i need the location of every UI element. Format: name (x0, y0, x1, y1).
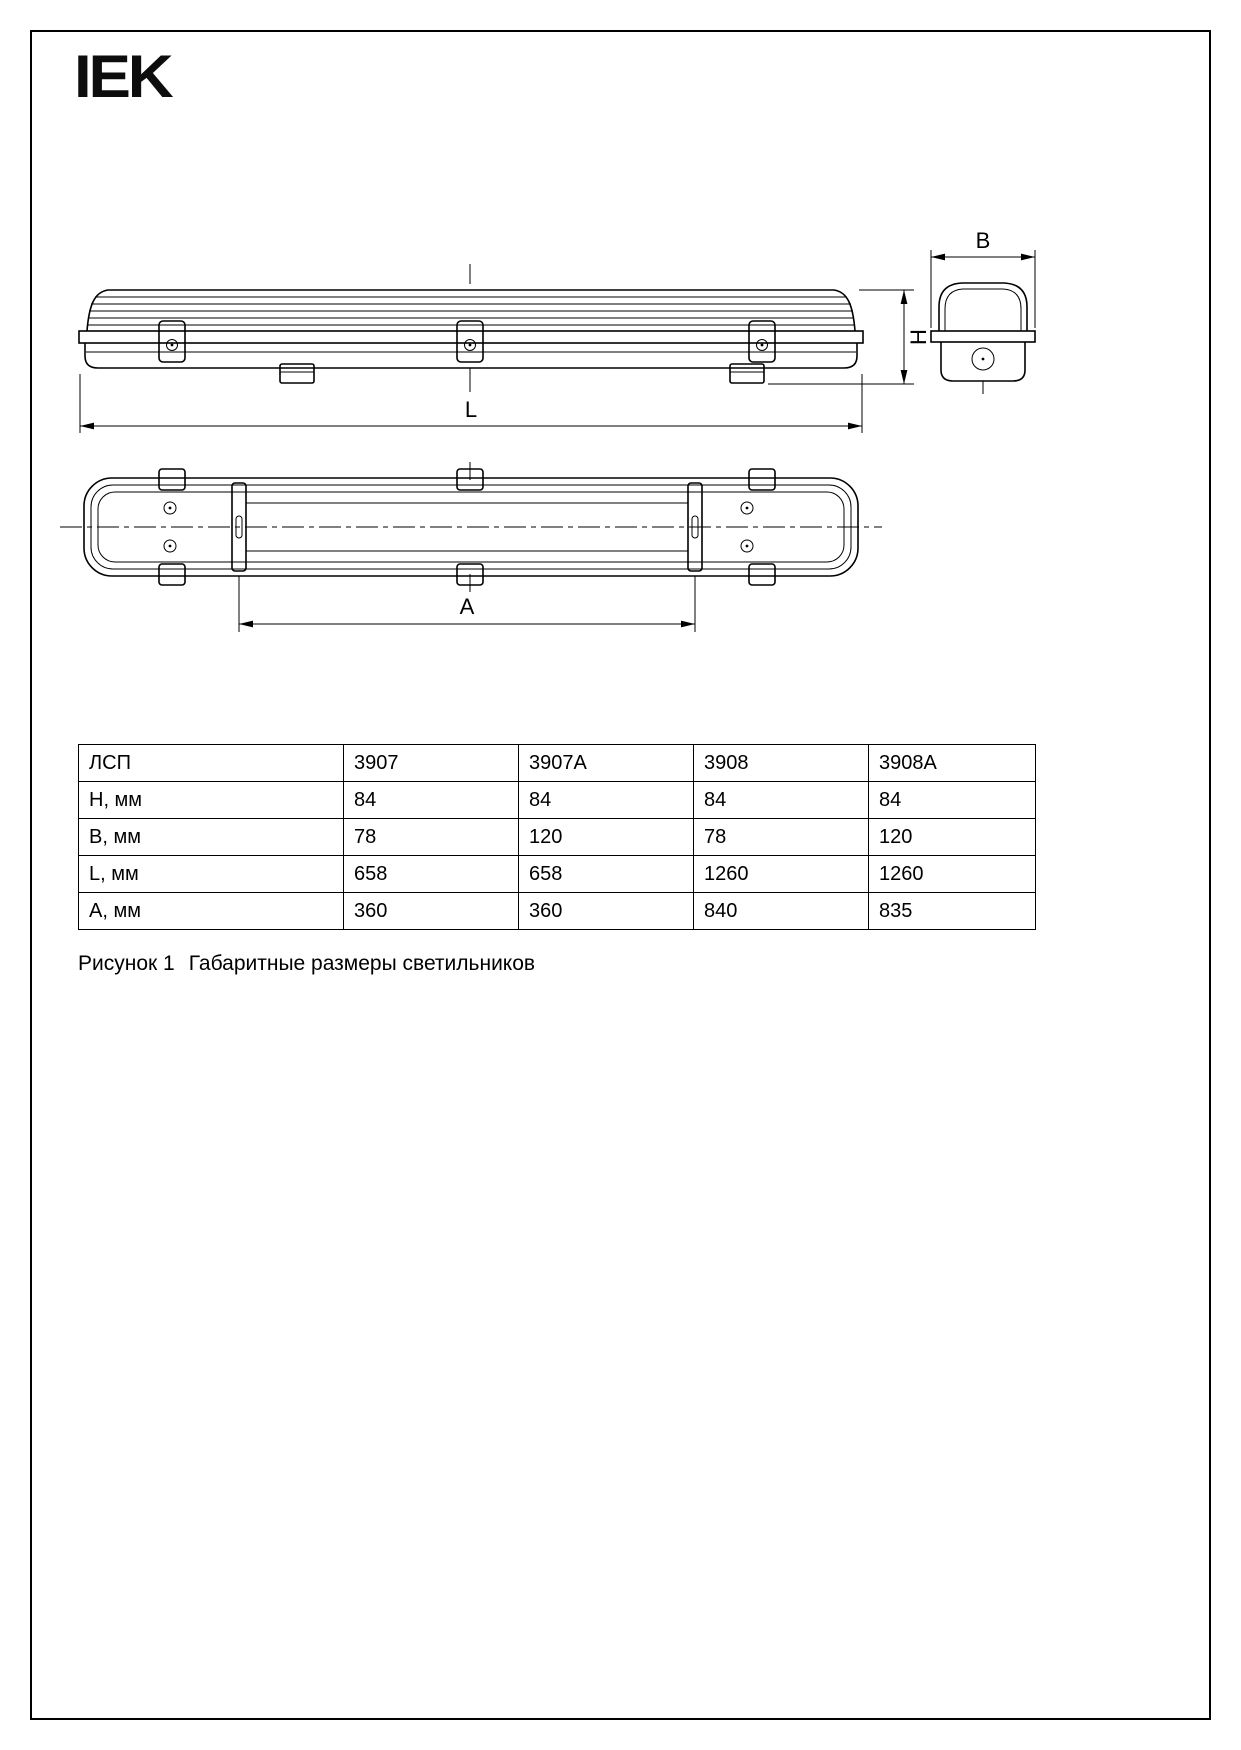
table-row: А, мм 360 360 840 835 (78, 892, 1036, 930)
table-cell: 3907 (343, 744, 519, 782)
table-cell: 78 (693, 818, 869, 856)
table-cell: 84 (518, 781, 694, 819)
table-cell: 120 (868, 818, 1036, 856)
table-row: ЛСП 3907 3907А 3908 3908А (78, 744, 1036, 782)
table-cell: 658 (518, 855, 694, 893)
table-cell: А, мм (78, 892, 344, 930)
table-cell: 1260 (693, 855, 869, 893)
table-row: L, мм 658 658 1260 1260 (78, 855, 1036, 893)
table-cell: Н, мм (78, 781, 344, 819)
table-cell: 78 (343, 818, 519, 856)
table-cell: 360 (343, 892, 519, 930)
dim-label-A: A (460, 594, 475, 619)
dim-label-L: L (465, 397, 477, 422)
end-view (930, 282, 1036, 394)
dimension-L: L (79, 374, 863, 433)
dim-label-B: B (976, 228, 991, 253)
dimension-H: H (768, 289, 931, 385)
edge-clip (158, 468, 776, 586)
table-cell: 84 (693, 781, 869, 819)
table-row: В, мм 78 120 78 120 (78, 818, 1036, 856)
technical-drawing: L H B (60, 228, 1036, 632)
table-cell: В, мм (78, 818, 344, 856)
table-cell: 3907А (518, 744, 694, 782)
table-cell: 835 (868, 892, 1036, 930)
dim-label-H: H (906, 329, 931, 345)
dimensions-table: ЛСП 3907 3907А 3908 3908А Н, мм 84 84 84… (78, 744, 1036, 930)
table-cell: 84 (868, 781, 1036, 819)
latch (279, 363, 765, 384)
table-cell: L, мм (78, 855, 344, 893)
iek-logo: IEK (74, 43, 174, 110)
figure-text: Габаритные размеры светильников (188, 952, 536, 975)
table-row: Н, мм 84 84 84 84 (78, 781, 1036, 819)
table-cell: 120 (518, 818, 694, 856)
table-cell: ЛСП (78, 744, 344, 782)
table-cell: 3908 (693, 744, 869, 782)
table-cell: 360 (518, 892, 694, 930)
figure-label: Рисунок 1 (78, 952, 175, 975)
table-cell: 3908А (868, 744, 1036, 782)
screw (163, 501, 754, 553)
plan-view (60, 462, 882, 592)
figure-caption: Рисунок 1 Габаритные размеры светильнико… (78, 952, 535, 976)
table-cell: 1260 (868, 855, 1036, 893)
table-cell: 658 (343, 855, 519, 893)
table-cell: 84 (343, 781, 519, 819)
side-view (78, 264, 864, 392)
dimension-B: B (930, 228, 1036, 328)
mounting-clip (158, 320, 776, 363)
dimension-A: A (238, 576, 696, 632)
table-cell: 840 (693, 892, 869, 930)
